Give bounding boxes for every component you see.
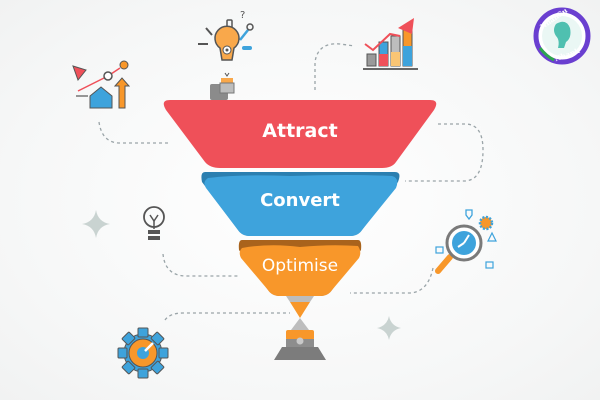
- stage-attract-label: Attract: [262, 120, 338, 142]
- sparkle-icon: [82, 210, 110, 238]
- sparkle-icon: [377, 316, 401, 340]
- watermark-logo: NhanSu Nhanh: [533, 6, 591, 65]
- lightbulb-idea-icon: ?: [198, 10, 254, 94]
- svg-text:?: ?: [240, 10, 245, 21]
- stage-optimise-label: Optimise: [261, 256, 339, 276]
- funnel-graphic: [163, 84, 437, 360]
- stage-convert-label: Convert: [260, 190, 340, 211]
- lightbulb-outline-icon: [143, 206, 165, 240]
- bar-chart-growth-icon: [363, 18, 418, 70]
- growth-arrow-house-icon: [72, 60, 131, 109]
- funnel: Attract Convert Optimise: [150, 84, 450, 370]
- gear-speedometer-icon: [117, 327, 169, 379]
- magnifier-clock-icon: [435, 209, 497, 274]
